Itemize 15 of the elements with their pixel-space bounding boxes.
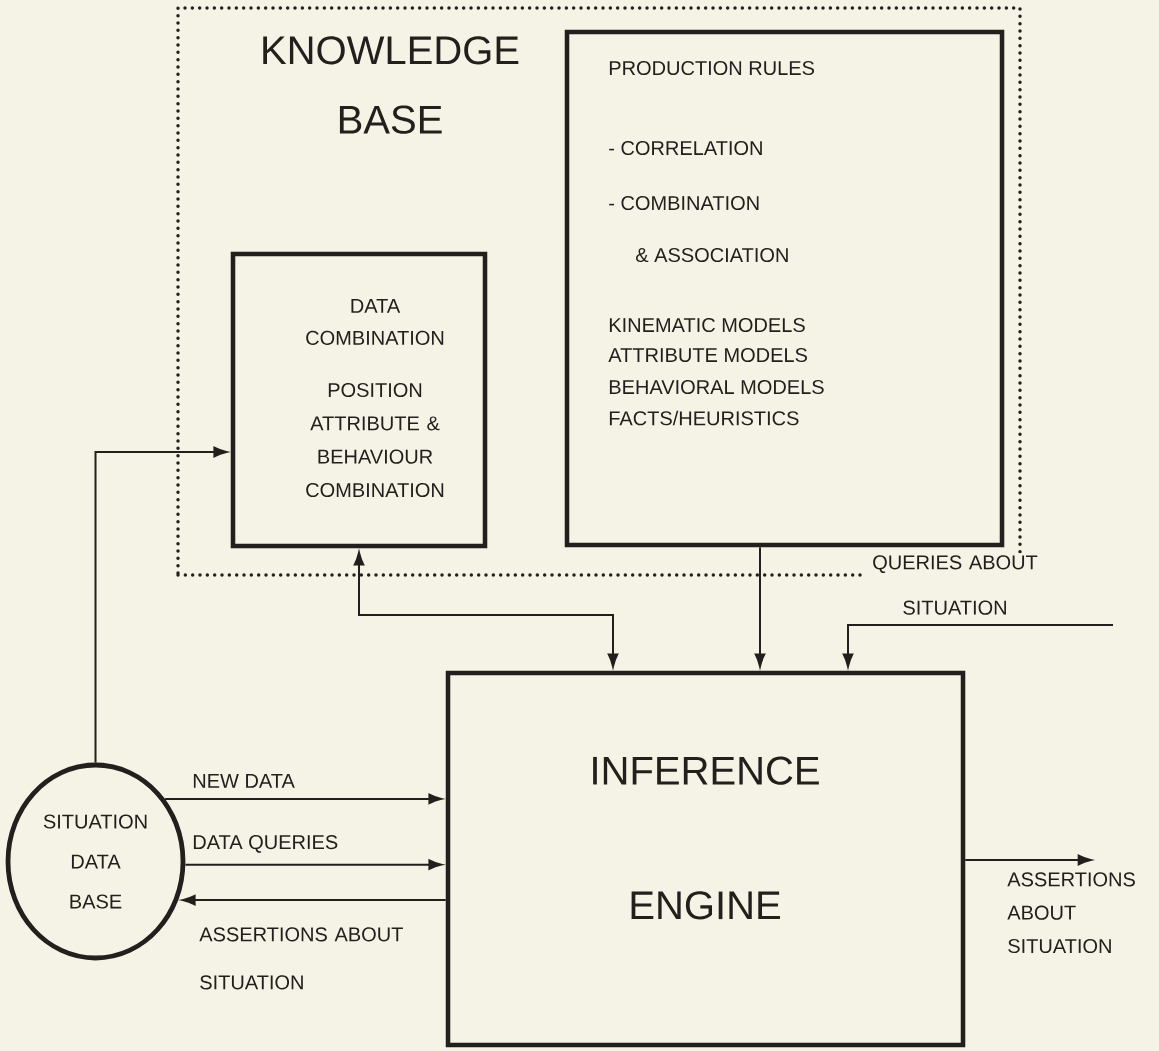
arrow [842,624,1114,668]
edge-label: DATA QUERIES [190,833,341,855]
arrow [94,446,228,764]
arrow [353,551,619,668]
arrow [164,793,443,805]
engine-box: INFERENCE ENGINE [445,670,966,1048]
process-box: DATA COMBINATION POSITION ATTRIBUTE & BEHAVIOUR COMBINATION [230,251,488,549]
arrow [964,854,1092,866]
edge-label: QUERIES ABOUT SITUATION [865,553,1045,617]
arrow [184,859,443,870]
edge-label: ASSERTIONS ABOUT SITUATION [197,925,415,992]
edge-label: ASSERTIONS ABOUT SITUATION [1005,870,1143,956]
rules-box: PRODUCTION RULES - CORRELATION - COMBINATION & ASSOCIATION KINEMATIC MODELS ATTRIBUTE MODELS BEHAVIORAL MODELS FACTS/HEURISTICS [564,29,1005,548]
arrow [754,546,766,668]
arrow [181,894,447,906]
